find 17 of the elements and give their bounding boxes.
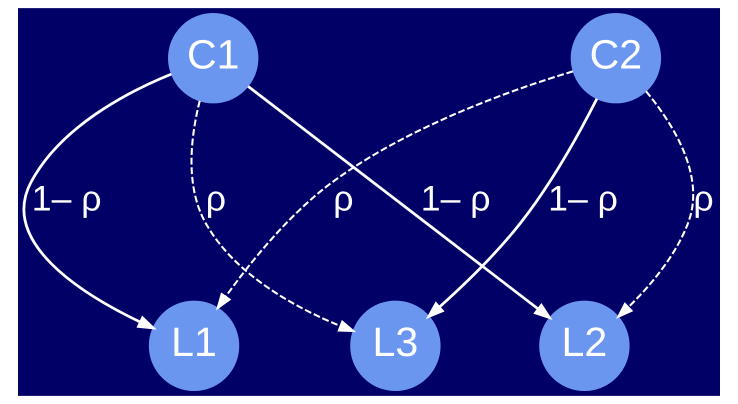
edge-label: 1– ρ (32, 178, 102, 219)
arrow (22, 72, 172, 330)
edge-label: ρ (206, 178, 226, 219)
node-circle: L1 (148, 300, 240, 392)
arrow (247, 85, 553, 320)
edge-label: 1– ρ (420, 178, 491, 219)
arrow (216, 70, 574, 310)
node-circle: L2 (539, 300, 630, 392)
arrow (426, 98, 598, 320)
node-circle: L3 (350, 300, 441, 392)
edge-label: ρ (333, 178, 354, 219)
edge-label: 1– ρ (548, 178, 618, 219)
node-circle: C1 (168, 12, 258, 104)
arrow (190, 100, 356, 332)
arrow (616, 90, 694, 319)
edge-label: ρ (693, 178, 714, 219)
node-circle: C2 (570, 12, 662, 104)
